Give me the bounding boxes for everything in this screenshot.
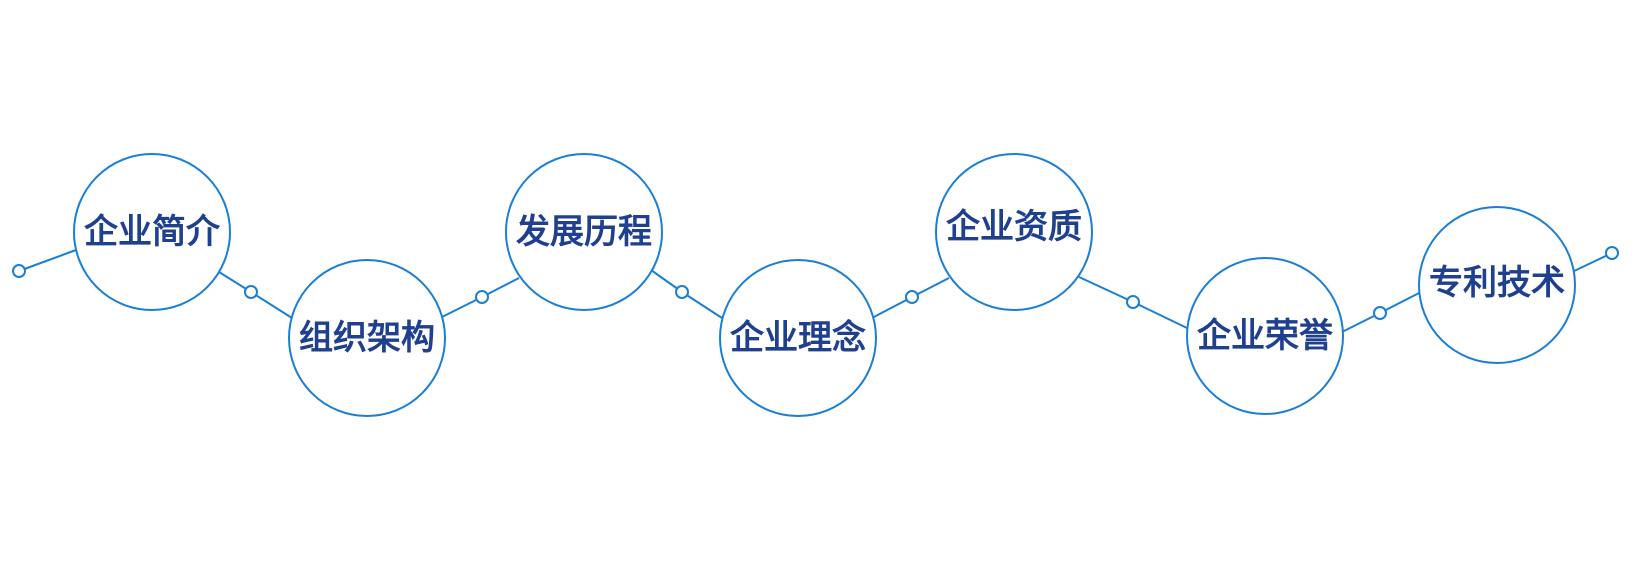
node-circle[interactable] xyxy=(935,153,1093,311)
connector-5-6a xyxy=(1078,276,1134,303)
node-corporate-philosophy[interactable]: 企业理念 xyxy=(719,259,877,417)
node-circle[interactable] xyxy=(288,259,446,417)
junction-dot xyxy=(244,285,258,299)
node-circle[interactable] xyxy=(1186,257,1344,415)
junction-dot xyxy=(1126,295,1140,309)
junction-dot xyxy=(1605,246,1619,260)
junction-dot xyxy=(1373,306,1387,320)
node-label[interactable]: 发展历程 xyxy=(516,212,652,252)
node-circle[interactable] xyxy=(505,153,663,311)
junction-dot xyxy=(905,290,919,304)
junction-dot xyxy=(675,285,689,299)
connector-4-5a xyxy=(871,296,913,319)
connector-3-4b xyxy=(681,291,723,319)
node-honors[interactable]: 企业荣誉 xyxy=(1186,257,1344,415)
connector-1-2b xyxy=(250,291,293,319)
node-development-history[interactable]: 发展历程 xyxy=(505,153,663,311)
connector-6-7b xyxy=(1379,290,1424,314)
connector-2-3a xyxy=(441,296,483,318)
node-company-profile[interactable]: 企业简介 xyxy=(73,153,231,311)
node-label[interactable]: 专利技术 xyxy=(1429,263,1565,303)
node-qualifications[interactable]: 企业资质 xyxy=(935,153,1093,311)
node-label[interactable]: 企业理念 xyxy=(730,318,866,358)
node-circle[interactable] xyxy=(719,259,877,417)
node-label[interactable]: 企业荣誉 xyxy=(1197,316,1334,356)
node-label[interactable]: 组织架构 xyxy=(299,318,435,358)
junction-dots xyxy=(12,246,1619,320)
connector-start xyxy=(18,249,77,272)
connector-end xyxy=(1571,252,1613,273)
connector-6-7a xyxy=(1341,312,1381,333)
node-circle[interactable] xyxy=(1418,206,1576,364)
junction-dot xyxy=(12,264,26,278)
node-patent-technology[interactable]: 专利技术 xyxy=(1418,206,1576,364)
node-label[interactable]: 企业简介 xyxy=(84,212,221,252)
junction-dot xyxy=(475,290,489,304)
node-organization-structure[interactable]: 组织架构 xyxy=(288,259,446,417)
node-circle[interactable] xyxy=(73,153,231,311)
connector-lines xyxy=(18,249,1613,333)
node-label[interactable]: 企业资质 xyxy=(946,207,1082,247)
connector-5-6b xyxy=(1132,301,1188,329)
